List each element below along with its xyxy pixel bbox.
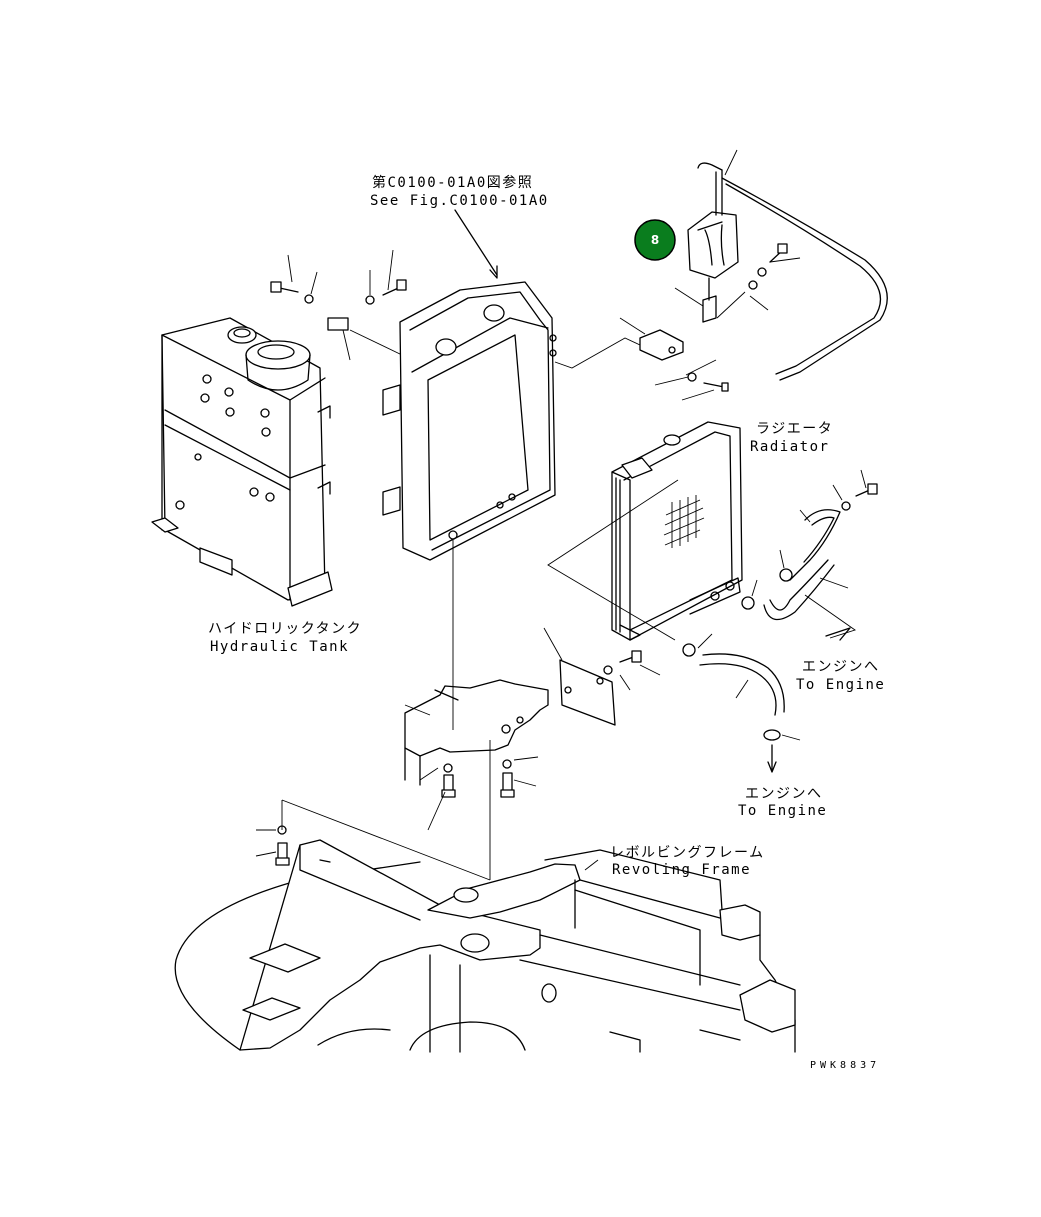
hydraulic-tank-ja: ハイドロリックタンク — [208, 621, 362, 637]
callout-marker — [634, 219, 676, 261]
reference-en: See Fig.C0100-01A0 — [370, 193, 549, 209]
tank-hardware — [270, 249, 407, 361]
to-engine-label-1: エンジンへ To Engine — [796, 659, 885, 693]
drawing-code: PWK8837 — [810, 1060, 880, 1071]
hydraulic-tank — [151, 317, 333, 607]
to-engine-label-2: エンジンへ To Engine — [738, 786, 827, 819]
revolving-frame-label: レボルビングフレーム Revoling Frame — [610, 845, 765, 878]
radiator-en: Radiator — [750, 439, 829, 455]
radiator-ja: ラジエータ — [756, 421, 833, 437]
reference-ja: 第C0100-01A0図参照 — [372, 174, 533, 191]
radiator — [547, 421, 743, 641]
hydraulic-tank-en: Hydraulic Tank — [210, 639, 349, 655]
revolving-frame — [174, 799, 796, 1053]
lower-hose — [682, 633, 801, 773]
to-engine-en-1: To Engine — [796, 677, 885, 693]
hydraulic-tank-label: ハイドロリックタンク Hydraulic Tank — [208, 621, 362, 655]
to-engine-en-2: To Engine — [738, 803, 827, 819]
callout-8[interactable]: 8 — [634, 219, 676, 261]
reference-leader — [454, 209, 498, 279]
upper-hose — [741, 469, 878, 641]
to-engine-ja-2: エンジンへ — [745, 786, 823, 802]
revolving-frame-ja: レボルビングフレーム — [610, 845, 765, 861]
radiator-label: ラジエータ Radiator — [750, 421, 833, 455]
callout-number: 8 — [651, 233, 659, 247]
to-engine-ja-1: エンジンへ — [802, 659, 880, 675]
radiator-shroud — [382, 281, 641, 561]
mounting-bracket — [404, 540, 661, 880]
reservoir-tank — [619, 149, 888, 401]
reference-label: 第C0100-01A0図参照 See Fig.C0100-01A0 — [370, 174, 549, 209]
